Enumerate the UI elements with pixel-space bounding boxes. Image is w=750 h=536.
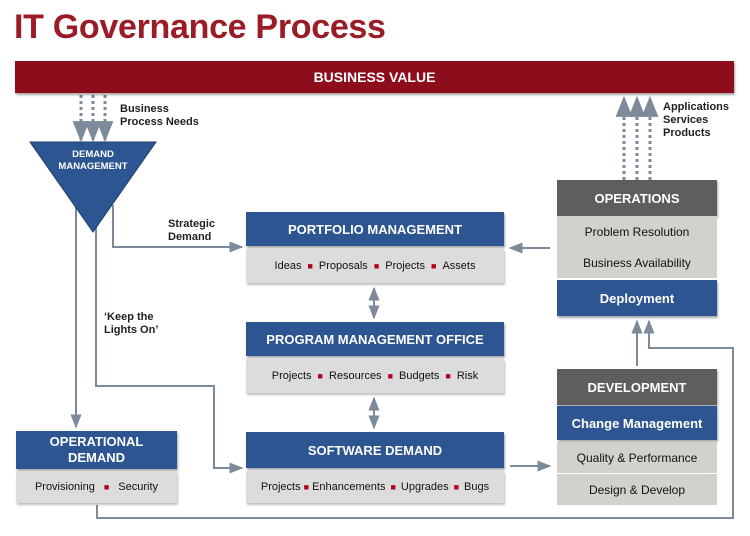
separator-icon: ■ — [103, 482, 110, 492]
note-line: Products — [663, 127, 711, 139]
operations-item: Business Availability — [557, 247, 717, 278]
business-value-banner: BUSINESS VALUE — [15, 61, 734, 93]
development-header: DEVELOPMENT — [557, 369, 717, 405]
software-item: Bugs — [464, 481, 490, 493]
separator-icon: ■ — [445, 371, 451, 381]
separator-icon: ■ — [453, 482, 460, 492]
operational-item: Provisioning — [34, 481, 95, 493]
separator-icon: ■ — [303, 482, 310, 492]
note-line: Strategic — [168, 218, 216, 230]
outputs-note: Applications Services Products — [663, 101, 729, 140]
software-demand-header: SOFTWARE DEMAND — [246, 432, 504, 468]
operations-item: Problem Resolution — [557, 216, 717, 247]
header-line: OPERATIONAL — [49, 434, 144, 449]
note-line: Process Needs — [120, 116, 199, 128]
strategic-demand-arrow — [112, 205, 244, 253]
operational-demand-header: OPERATIONAL DEMAND — [16, 431, 177, 469]
pmo-item: Projects — [271, 370, 312, 382]
separator-icon: ■ — [387, 371, 393, 381]
pmo-item: Budgets — [399, 370, 440, 382]
operational-loop-arrow — [96, 319, 734, 519]
deployment-box: Deployment — [557, 280, 717, 316]
note-line: Demand — [168, 231, 212, 243]
strategic-demand-note: Strategic Demand — [168, 218, 215, 244]
demand-management-triangle — [29, 141, 157, 233]
development-item: Design & Develop — [557, 474, 717, 505]
software-items: Projects■ Enhancements■ Upgrades■ Bugs — [246, 471, 504, 503]
portfolio-item: Projects — [385, 260, 425, 272]
software-item: Enhancements — [312, 481, 386, 493]
separator-icon: ■ — [390, 482, 396, 492]
operational-item: Security — [118, 481, 159, 493]
software-item: Upgrades — [400, 481, 449, 493]
note-line: Applications — [663, 101, 730, 113]
label-line: MANAGEMENT — [58, 161, 128, 172]
portfolio-item: Assets — [442, 260, 476, 272]
separator-icon: ■ — [307, 261, 313, 271]
demand-management-label: DEMAND MANAGEMENT — [40, 149, 146, 173]
label-line: DEMAND — [72, 149, 114, 160]
pmo-item: Risk — [456, 370, 479, 382]
note-line: ‘Keep the — [104, 311, 154, 323]
keep-lights-on-note: ‘Keep the Lights On’ — [104, 311, 158, 337]
separator-icon: ■ — [317, 371, 323, 381]
operations-header: OPERATIONS — [557, 180, 717, 216]
portfolio-item: Proposals — [318, 260, 368, 272]
note-line: Services — [663, 114, 709, 126]
pmo-items: Projects ■ Resources ■ Budgets ■ Risk — [246, 359, 504, 393]
page-title: IT Governance Process — [14, 8, 386, 46]
operational-items: Provisioning ■ Security — [16, 471, 177, 503]
pmo-header: PROGRAM MANAGEMENT OFFICE — [246, 322, 504, 356]
header-line: DEMAND — [67, 450, 126, 465]
portfolio-items: Ideas ■ Proposals ■ Projects ■ Assets — [246, 249, 504, 283]
note-line: Business — [120, 103, 169, 115]
pmo-item: Resources — [328, 370, 382, 382]
separator-icon: ■ — [373, 261, 380, 271]
keep-lights-on-arrow — [95, 225, 244, 474]
development-item: Quality & Performance — [557, 442, 717, 473]
separator-icon: ■ — [431, 261, 437, 271]
change-management-box: Change Management — [557, 406, 717, 440]
business-process-needs-note: Business Process Needs — [120, 103, 199, 129]
portfolio-item: Ideas — [274, 260, 302, 272]
portfolio-management-header: PORTFOLIO MANAGEMENT — [246, 212, 504, 246]
note-line: Lights On’ — [104, 324, 159, 336]
software-item: Projects — [260, 481, 301, 493]
